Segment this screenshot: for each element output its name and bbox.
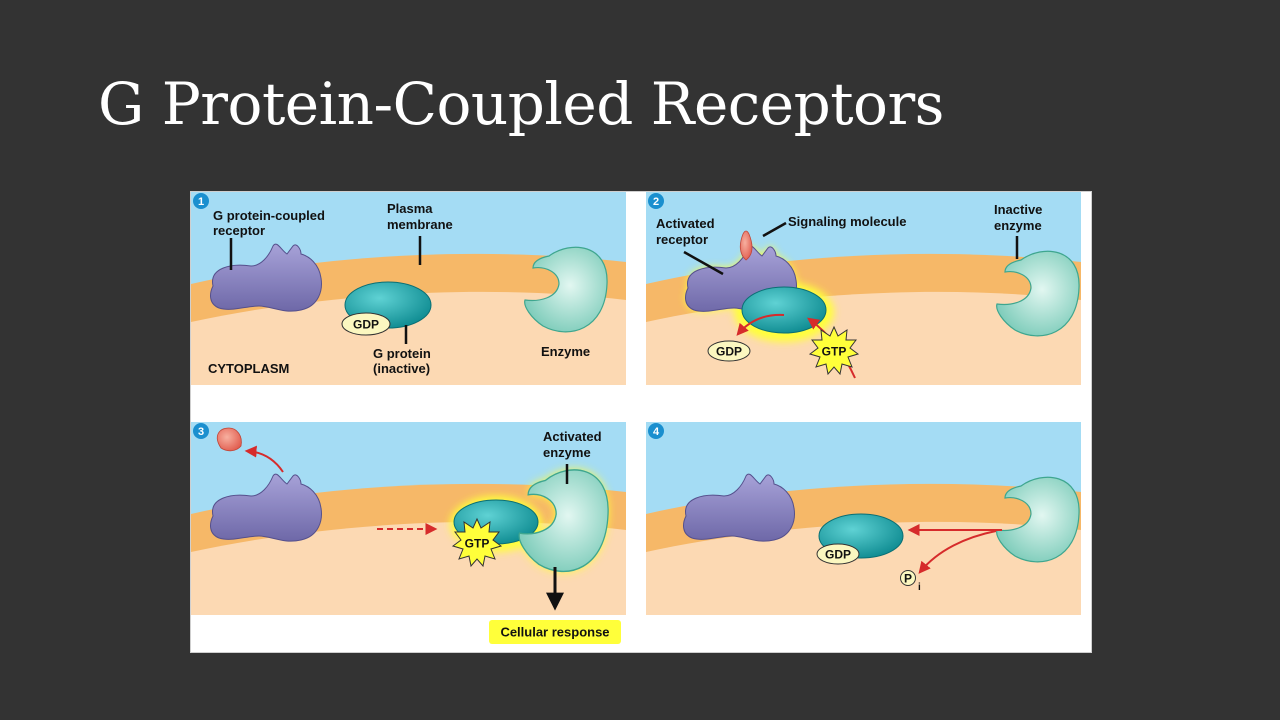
activated-receptor-pointer (683, 250, 724, 276)
membrane-label: Plasma (387, 201, 433, 216)
phosphate-circle (900, 570, 916, 586)
g-protein (741, 286, 827, 334)
step-number: 1 (198, 196, 204, 208)
g-protein-label: G protein (373, 346, 431, 361)
signal-pointer (762, 221, 787, 238)
signaling-molecule (739, 230, 753, 261)
step-badge (193, 193, 209, 209)
inactive-enzyme-label: Inactive (994, 202, 1042, 217)
gdp-capsule (816, 543, 860, 565)
gtp-label: GTP (822, 345, 847, 359)
panel-2: 2 Signaling molecule Activated receptor … (646, 192, 1081, 385)
phosphate-label: P (904, 572, 912, 586)
signal-release-arrow (244, 445, 284, 473)
panel-3: 3 GTP Activated enzyme Cellular response (191, 422, 626, 644)
panel-4: 4 GDP P i (646, 422, 1081, 615)
released-signaling-molecule (216, 427, 242, 452)
step-number: 4 (653, 426, 660, 438)
step-number: 2 (653, 196, 659, 208)
cellular-response-box (489, 620, 621, 644)
signal-label: Signaling molecule (788, 214, 906, 229)
gpcr-diagram: 1 G protein-coupled receptor Plasma memb… (191, 192, 1081, 644)
cytoplasm-label: CYTOPLASM (208, 361, 289, 376)
g-protein-label: (inactive) (373, 361, 430, 376)
cellular-response-label: Cellular response (500, 625, 609, 640)
membrane-label: membrane (387, 217, 453, 232)
receptor-label: G protein-coupled (213, 208, 325, 223)
activated-receptor-label: Activated (656, 216, 715, 231)
inactive-enzyme-label: enzyme (994, 218, 1042, 233)
gdp-label: GDP (716, 345, 742, 359)
activated-receptor-label: receptor (656, 232, 708, 247)
activated-enzyme-label: Activated (543, 429, 602, 444)
phosphate-release-arrow (918, 530, 997, 574)
gdp-label: GDP (825, 548, 851, 562)
enzyme-label: Enzyme (541, 344, 590, 359)
gdp-release-arrow (736, 313, 785, 336)
step-badge (193, 423, 209, 439)
activated-enzyme-label: enzyme (543, 445, 591, 460)
receptor-label: receptor (213, 223, 265, 238)
slide-title: G Protein-Coupled Receptors (98, 70, 944, 138)
gpcr-figure: 1 G protein-coupled receptor Plasma memb… (190, 191, 1092, 653)
step-number: 3 (198, 426, 204, 438)
panel-1: 1 G protein-coupled receptor Plasma memb… (191, 192, 626, 385)
gtp-label: GTP (465, 537, 490, 551)
phosphate-subscript: i (918, 582, 921, 593)
gdp-label: GDP (353, 318, 379, 332)
gdp-capsule (341, 312, 391, 336)
step-badge (648, 423, 664, 439)
gdp-capsule (707, 340, 751, 362)
step-badge (648, 193, 664, 209)
